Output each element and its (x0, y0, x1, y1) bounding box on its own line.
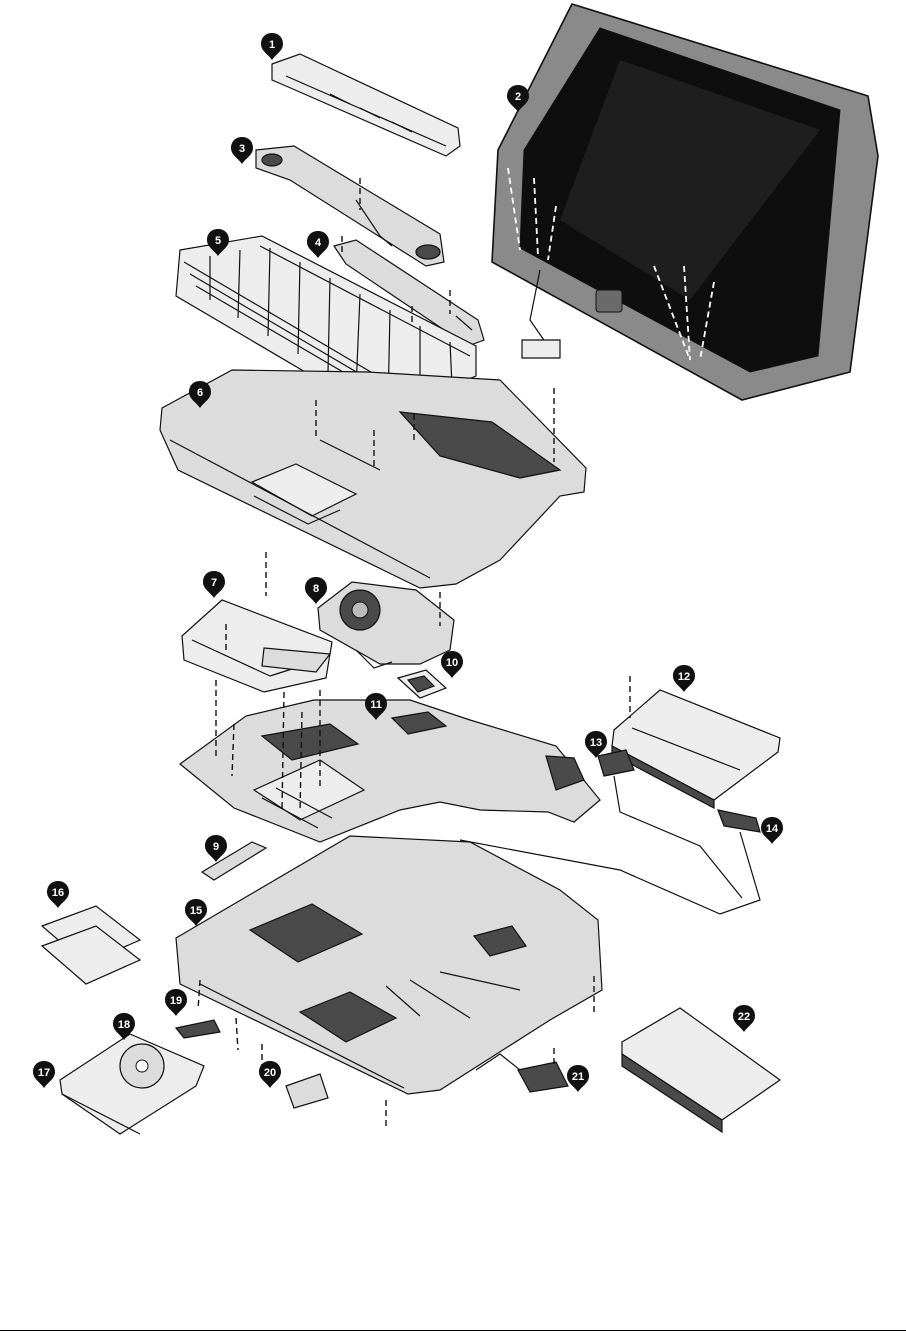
callout-label: 10 (446, 657, 458, 669)
part-drive-bracket (182, 600, 332, 692)
callout-7: 7 (203, 571, 225, 598)
callout-21: 21 (567, 1065, 589, 1092)
callout-label: 1 (269, 39, 275, 51)
callout-20: 20 (259, 1061, 281, 1088)
part-memory-shield (42, 906, 140, 984)
callout-label: 21 (572, 1071, 584, 1083)
callout-label: 12 (678, 671, 690, 683)
callout-label: 7 (211, 577, 217, 589)
callout-label: 20 (264, 1067, 276, 1079)
callout-label: 13 (590, 737, 602, 749)
callout-13: 13 (585, 731, 607, 758)
part-top-cover (160, 370, 586, 588)
part-system-board (180, 680, 600, 842)
callout-label: 8 (313, 583, 319, 595)
callout-label: 15 (190, 905, 202, 917)
part-hard-drive (60, 1034, 204, 1134)
callout-label: 11 (370, 699, 382, 711)
callout-label: 4 (315, 237, 322, 249)
callout-10: 10 (441, 651, 463, 678)
callout-17: 17 (33, 1061, 55, 1088)
part-keyboard-cover (272, 54, 460, 156)
display-logo (596, 290, 622, 312)
part-optical-drive (612, 690, 780, 808)
callout-label: 5 (215, 235, 221, 247)
callout-4: 4 (307, 231, 329, 258)
callout-19: 19 (165, 989, 187, 1016)
part-battery (622, 1008, 780, 1132)
callout-3: 3 (231, 137, 253, 164)
callout-label: 2 (515, 91, 521, 103)
callout-label: 3 (239, 143, 245, 155)
part-cooling-fan (318, 582, 454, 668)
callout-label: 22 (738, 1011, 750, 1023)
page-bottom-rule (0, 1330, 906, 1331)
part-display-assembly (492, 4, 878, 400)
callout-8: 8 (305, 577, 327, 604)
part-processor (398, 670, 446, 698)
callout-22: 22 (733, 1005, 755, 1032)
callout-label: 16 (52, 887, 64, 899)
callout-label: 18 (118, 1019, 130, 1031)
callout-label: 9 (213, 841, 219, 853)
callout-label: 19 (170, 995, 182, 1007)
callout-label: 17 (38, 1067, 50, 1079)
callout-label: 6 (197, 387, 203, 399)
callout-12: 12 (673, 665, 695, 692)
callout-16: 16 (47, 881, 69, 908)
callout-14: 14 (761, 817, 783, 844)
callout-1: 1 (261, 33, 283, 60)
part-base-enclosure (176, 836, 602, 1094)
callout-label: 14 (766, 823, 779, 835)
callout-9: 9 (205, 835, 227, 862)
